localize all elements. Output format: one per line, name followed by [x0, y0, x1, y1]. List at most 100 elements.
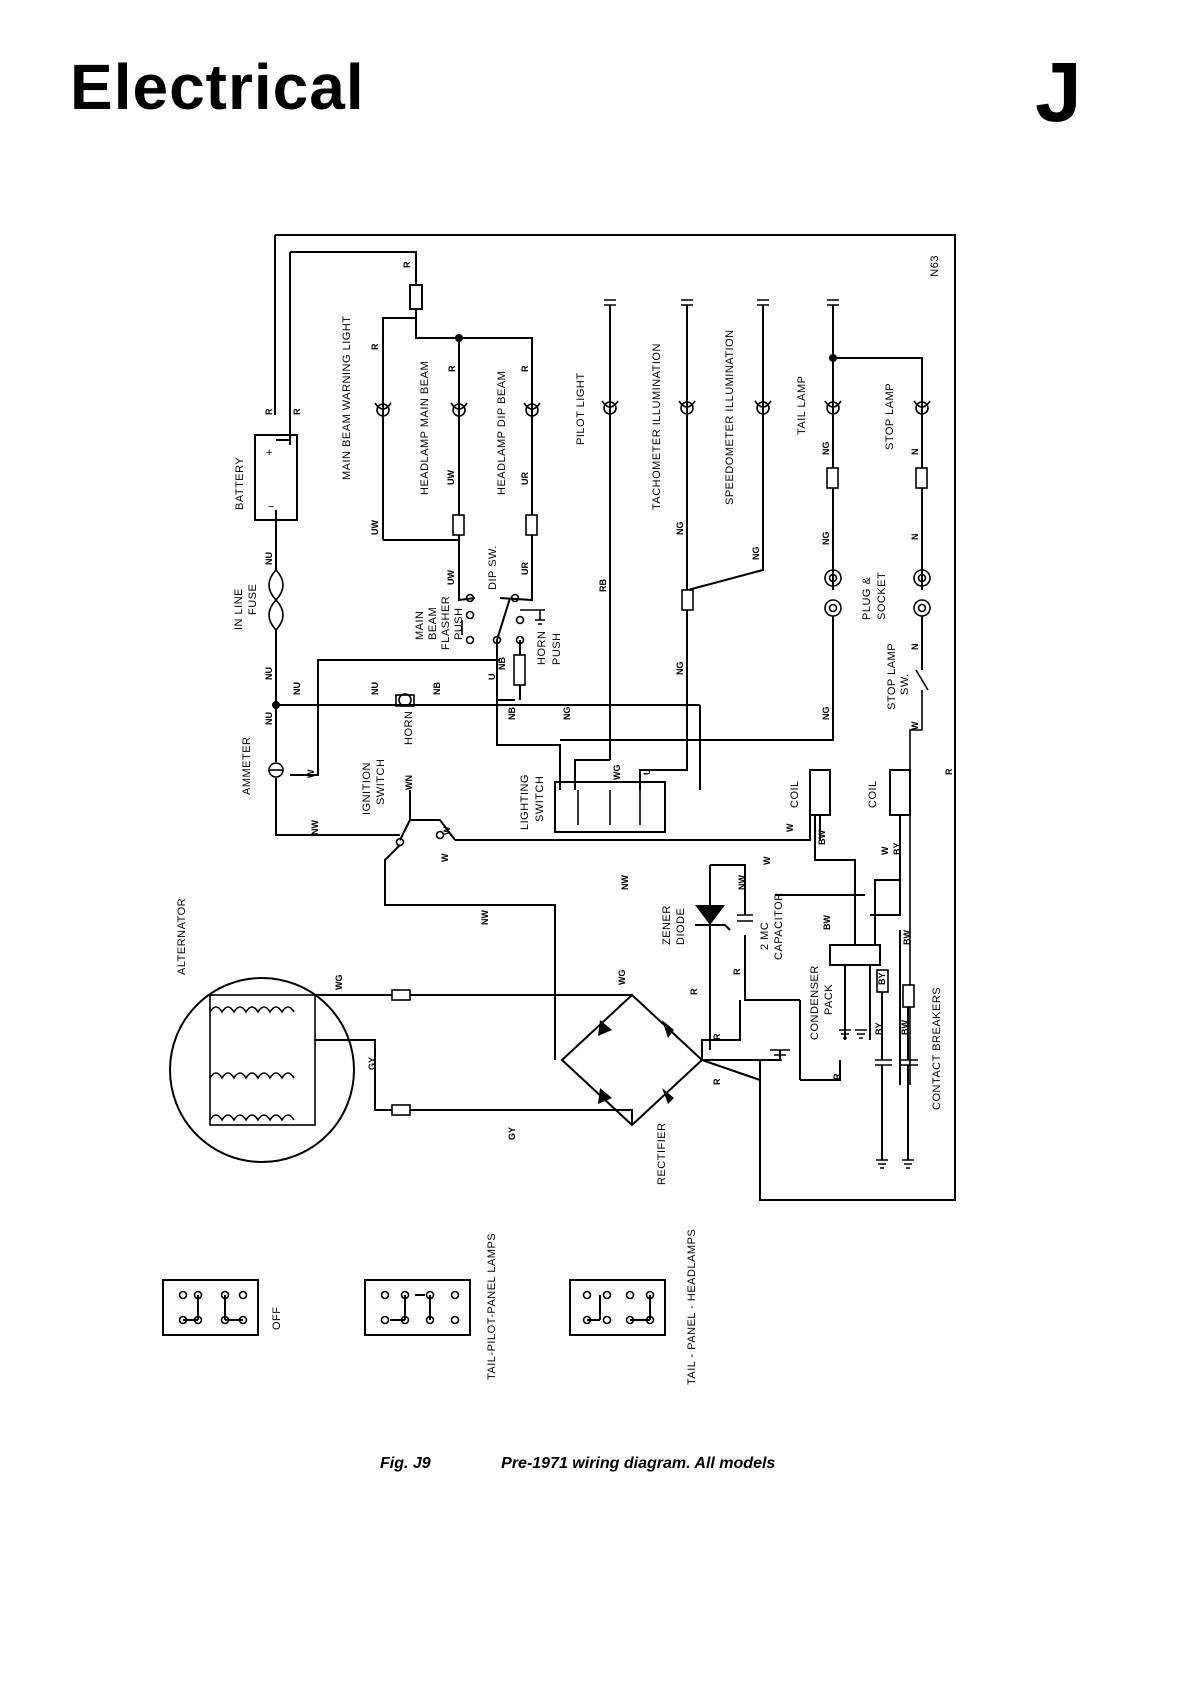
condenser-pack-label: CONDENSER: [809, 965, 821, 1040]
horn-icon: [395, 693, 415, 707]
socket-icon: [913, 599, 931, 617]
nw-wire: [384, 844, 556, 1060]
stop-lamp-switch-label: STOP LAMP: [886, 643, 898, 710]
wire-code: U: [642, 769, 652, 776]
wire-code: R: [832, 1073, 842, 1080]
tail-lamp-label: TAIL LAMP: [796, 375, 808, 435]
zener-diode-label: DIODE: [675, 908, 687, 945]
wire-code: NB: [497, 657, 507, 670]
horn-label: HORN: [403, 711, 415, 745]
wire-code: UW: [446, 470, 456, 485]
capacitor-wire: [710, 864, 800, 1001]
coil-label: COIL: [867, 780, 879, 808]
wire-code: U: [487, 674, 497, 681]
bulb-icon: [374, 402, 392, 417]
flasher-label: BEAM: [427, 607, 439, 640]
wire-code: BW: [902, 930, 912, 945]
flasher-label: MAIN: [414, 611, 426, 641]
figure-number: Fig. J9: [380, 1455, 431, 1472]
socket-icon: [824, 569, 842, 587]
stator-coil-icon: [209, 1006, 295, 1014]
stop-lamp-wire: [833, 357, 923, 590]
in-line-fuse-label: FUSE: [247, 584, 259, 615]
diode-icon: [662, 1020, 674, 1038]
wire-code: NG: [562, 707, 572, 721]
section-letter: J: [1035, 45, 1082, 139]
stop-lamp-label: STOP LAMP: [884, 383, 896, 450]
headlamp-dip-beam-label: HEADLAMP DIP BEAM: [496, 371, 508, 495]
socket-icon: [913, 569, 931, 587]
dip-switch-label: DIP SW.: [487, 545, 499, 590]
ng-socket-wire: [560, 616, 834, 741]
wire-code: NU: [292, 682, 302, 695]
wire-code: NB: [432, 682, 442, 695]
zener-diode-icon: [695, 905, 731, 931]
ammeter-icon: [268, 762, 284, 778]
wire-code: NG: [821, 532, 831, 546]
wire-code: NG: [675, 522, 685, 536]
coil-icon: [809, 769, 831, 816]
wire-code: R: [292, 408, 302, 415]
battery-r-wire: [276, 252, 291, 445]
plug-socket-label: SOCKET: [876, 572, 888, 620]
figure-title: Pre-1971 wiring diagram. All models: [501, 1455, 776, 1472]
wire-code: UW: [370, 520, 380, 535]
wire-code: RB: [598, 579, 608, 592]
wire-code: NG: [821, 442, 831, 456]
diode-icon: [598, 1020, 612, 1036]
wire-code: NW: [620, 875, 630, 890]
wire-code: GY: [367, 1057, 377, 1070]
wire-code: GY: [507, 1127, 517, 1140]
wire-code: W: [306, 769, 316, 778]
rectifier-r-wire: [701, 1000, 741, 1060]
wire-code: NW: [310, 820, 320, 835]
wire-code: WN: [404, 775, 414, 790]
earth-symbol: [757, 299, 769, 306]
wire-code: R: [520, 365, 530, 372]
wire-code: W: [785, 823, 795, 832]
battery-label: BATTERY: [234, 457, 246, 510]
earth-symbol: [855, 1029, 867, 1039]
condenser-pack-icon: [829, 944, 881, 966]
diagram-ref: N63: [929, 255, 941, 277]
wire-code: R: [689, 988, 699, 995]
coil-wires: [814, 815, 901, 920]
wire-code: R: [402, 261, 412, 268]
wire-code: R: [264, 408, 274, 415]
frame-wire: [275, 234, 956, 1201]
pilot-light-label: PILOT LIGHT: [575, 372, 587, 445]
connector: [826, 467, 839, 489]
wire-code: WG: [334, 975, 344, 991]
ignition-switch-label: IGNITION: [361, 762, 373, 815]
wire-code: NU: [264, 667, 274, 680]
zener-diode-label: ZENER: [661, 905, 673, 945]
wire-code: R: [944, 768, 954, 775]
bulb-icon: [913, 400, 931, 415]
wire-codes: R R R R R R UW UW UW UR UR RB NG NG NG N…: [264, 261, 954, 1140]
wire-code: W: [880, 846, 890, 855]
r-feed-wire: [290, 251, 417, 285]
alternator-label: ALTERNATOR: [176, 898, 188, 975]
bulb-icon: [678, 400, 696, 415]
battery-minus: −: [268, 501, 275, 513]
wire-code: UW: [446, 570, 456, 585]
stator-coil-icon: [209, 1072, 295, 1080]
switch-position-tail-pilot-label: TAIL-PILOT-PANEL LAMPS: [486, 1233, 498, 1380]
wire-code: NU: [370, 682, 380, 695]
ammeter-wire: [275, 725, 400, 836]
wire-code: UR: [520, 472, 530, 485]
wire-code: NW: [737, 875, 747, 890]
dip-switch-icon: [465, 593, 520, 645]
plug-socket-label: PLUG &: [861, 576, 873, 620]
coil-icon: [889, 769, 911, 816]
rectifier-icon: [560, 993, 704, 1127]
uw-wire: [383, 535, 460, 541]
connector: [391, 989, 411, 1001]
wire-code: NG: [821, 707, 831, 721]
in-line-fuse-label: IN LINE: [233, 588, 245, 630]
connector: [525, 514, 538, 536]
wire-code: NG: [675, 662, 685, 676]
lighting-switch-label: SWITCH: [534, 776, 546, 822]
earth-symbol: [902, 1159, 914, 1169]
battery-plus: +: [266, 447, 273, 459]
